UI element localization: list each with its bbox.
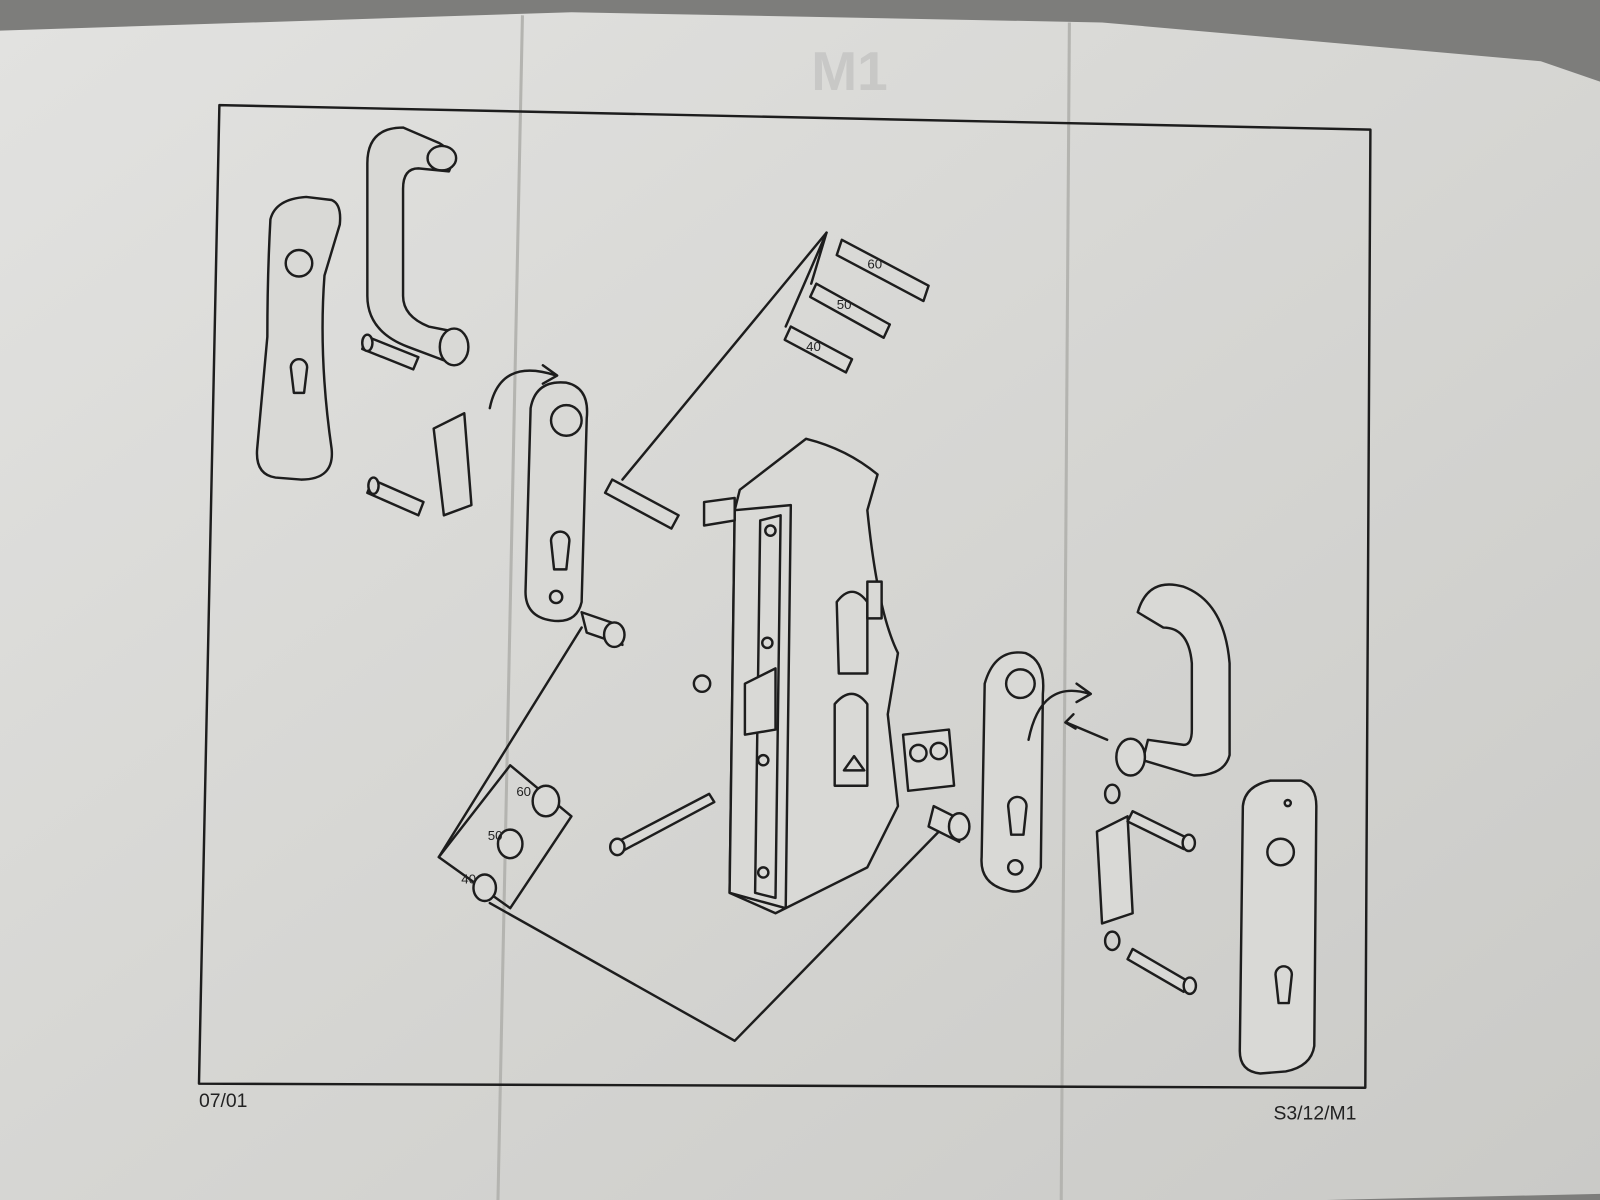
right-lever-handle [1115, 583, 1231, 777]
spring-clip [432, 412, 473, 517]
spindle-label: 50 [837, 297, 852, 312]
right-rose-plate [980, 651, 1045, 893]
spindle-50: 50 [808, 282, 892, 339]
spacer-40: 40 [461, 872, 498, 903]
left-lever-handle [366, 126, 470, 367]
spacer-label: 40 [461, 872, 476, 887]
euro-cylinder [901, 728, 956, 793]
drawing-frame [197, 103, 1372, 1089]
door-with-mortise-lock [692, 437, 900, 915]
spindle-label: 60 [867, 256, 882, 271]
screw [1126, 810, 1197, 853]
right-back-plate [1238, 779, 1318, 1075]
spacer-50: 50 [488, 828, 524, 860]
spacer-sleeve [580, 611, 626, 649]
leader-line [621, 231, 828, 481]
footer-date: 07/01 [199, 1090, 247, 1112]
spacer-label: 50 [488, 828, 503, 843]
insert-arrow-icon [1064, 713, 1109, 742]
screw [1126, 947, 1198, 996]
spindle-60: 60 [835, 238, 930, 303]
fold-line [496, 15, 524, 1200]
footer-document-code: S3/12/M1 [1273, 1102, 1356, 1124]
rotate-arrow-icon [488, 364, 559, 410]
leader-line [784, 231, 828, 328]
screw [366, 476, 425, 517]
spring-clip [1095, 815, 1134, 925]
spindle-pin [603, 478, 680, 530]
leader-line [488, 830, 940, 1043]
washer [1103, 783, 1121, 805]
spacer-60: 60 [516, 784, 561, 818]
washer [1103, 930, 1121, 952]
spacer-sleeve [927, 804, 971, 844]
spacer-label: 60 [516, 784, 531, 799]
rotate-arrow-icon [1027, 682, 1093, 742]
fold-line [1059, 22, 1071, 1200]
leader-line [437, 626, 583, 859]
spindle-40: 40 [783, 325, 854, 374]
left-rose-plate [524, 381, 589, 623]
through-bolt [608, 792, 716, 857]
left-back-plate [255, 195, 342, 481]
spindle-label: 40 [806, 339, 821, 354]
watermark-text: M1 [811, 40, 888, 102]
screw [361, 333, 420, 371]
